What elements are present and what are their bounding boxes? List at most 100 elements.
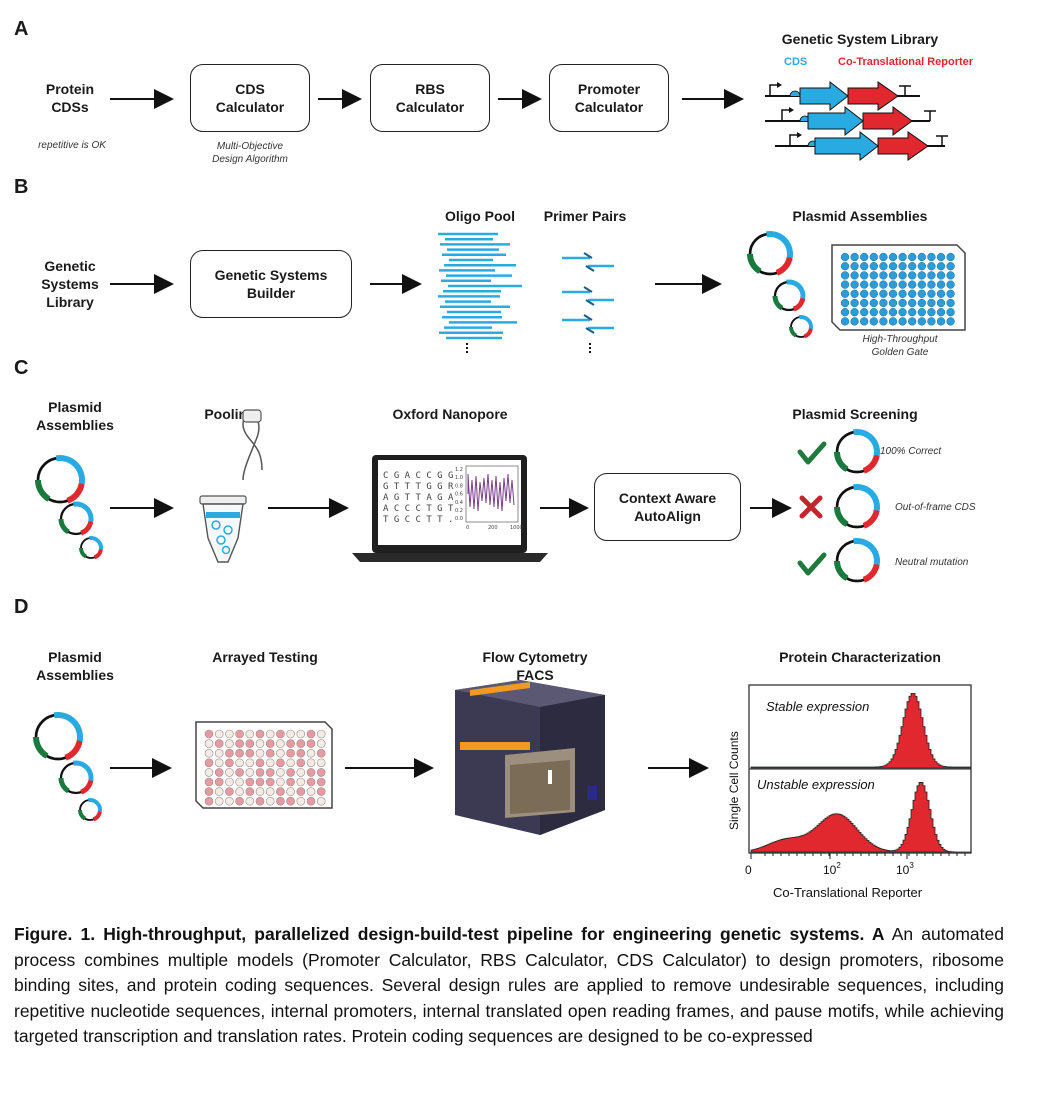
flow-cytometry-title: Flow Cytometry FACS — [460, 648, 610, 684]
oligo-ellipsis — [466, 343, 468, 345]
plasmid-large-icon — [747, 231, 793, 276]
well — [946, 308, 955, 317]
well — [225, 729, 234, 739]
x-tick-1000-exp: 3 — [909, 861, 914, 870]
well — [276, 768, 285, 777]
well — [225, 768, 234, 777]
plasmid-group-d — [33, 712, 102, 822]
protein-cdss-label: Protein CDSs — [25, 80, 115, 116]
well — [276, 748, 285, 758]
plasmid-medium-icon — [58, 501, 94, 536]
well — [908, 289, 917, 298]
screen-plot-ytick: 0.4 — [455, 500, 463, 506]
plasmid-small-icon — [78, 798, 102, 822]
well — [927, 262, 936, 271]
well — [204, 796, 214, 806]
oxford-nanopore-title: Oxford Nanopore — [392, 406, 508, 422]
well — [869, 262, 878, 271]
well — [946, 280, 955, 289]
well — [879, 289, 888, 298]
well — [204, 739, 214, 748]
well — [204, 768, 214, 777]
multi-objective-line2: Design Algorithm — [212, 154, 288, 165]
well — [235, 758, 244, 768]
protein-cdss-line1: Protein — [45, 81, 95, 97]
x-tick-100-exp: 2 — [836, 861, 841, 870]
well — [936, 289, 946, 298]
histogram-chart: Stable expression Unstable expression Si… — [727, 684, 972, 900]
well — [908, 308, 917, 317]
plasmid-large-icon — [33, 712, 83, 761]
panel-c-letter: C — [14, 357, 29, 379]
histogram-xlabel: Co-Translational Reporter — [773, 885, 923, 900]
well — [879, 298, 888, 308]
gsl-line1: Genetic — [44, 258, 96, 274]
plasmid-medium-icon — [772, 279, 806, 312]
builder-line1: Genetic Systems — [214, 267, 328, 283]
well — [286, 796, 295, 806]
well — [214, 796, 224, 806]
well — [276, 796, 285, 806]
well — [879, 262, 888, 271]
well — [225, 758, 234, 768]
align-line1: Context Aware — [618, 490, 717, 506]
well — [946, 289, 955, 298]
plasmid-medium-icon — [58, 760, 94, 795]
well — [908, 262, 917, 271]
stable-label: Stable expression — [766, 699, 869, 714]
well — [850, 252, 859, 262]
well — [869, 289, 878, 298]
screen-plot-ytick: 0.2 — [455, 508, 463, 514]
unstable-label: Unstable expression — [757, 777, 875, 792]
well — [265, 787, 275, 796]
oligo-pool-title: Oligo Pool — [445, 208, 515, 224]
genetic-construct-1 — [765, 80, 920, 112]
well — [255, 739, 265, 748]
well — [255, 796, 265, 806]
check-icon-2 — [797, 552, 827, 576]
well — [265, 739, 275, 748]
caption-bold: Figure. 1. High-throughput, parallelized… — [14, 924, 885, 944]
screen-plot-xtick: 0 — [466, 525, 469, 531]
well — [316, 739, 326, 748]
panel-a-letter: A — [14, 18, 29, 40]
multi-objective-line1: Multi-Objective — [216, 141, 284, 152]
genetic-system-library-title: Genetic System Library — [781, 31, 939, 47]
well — [316, 758, 326, 768]
well — [898, 262, 907, 271]
genetic-systems-library-label: Genetic Systems Library — [25, 257, 115, 311]
well — [898, 317, 907, 326]
plasmid-assemblies-label-d: Plasmid Assemblies — [25, 648, 125, 684]
well — [936, 308, 946, 317]
pa-d-line2: Assemblies — [36, 667, 114, 683]
well — [245, 796, 255, 806]
well — [296, 796, 306, 806]
well — [840, 252, 850, 262]
primer-pair-icon — [562, 252, 614, 272]
well — [235, 768, 244, 777]
well — [306, 739, 316, 748]
well — [850, 289, 859, 298]
well — [879, 280, 888, 289]
well — [850, 280, 859, 289]
cds-box-line1: CDS — [235, 81, 265, 97]
well — [265, 729, 275, 739]
screen-plasmid-1 — [834, 429, 880, 474]
screen-plot-xtick: 1000 — [510, 525, 523, 531]
panel-d-letter: D — [14, 596, 29, 618]
multi-objective-note: Multi-Objective Design Algorithm — [180, 140, 320, 166]
context-aware-autoalign-box: Context Aware AutoAlign — [594, 473, 741, 541]
well — [917, 262, 926, 271]
well — [927, 280, 936, 289]
well — [936, 317, 946, 326]
well — [888, 252, 898, 262]
x-tick-0: 0 — [745, 863, 752, 877]
gsl-line2: Systems — [41, 276, 99, 292]
well — [204, 777, 214, 787]
well — [265, 777, 275, 787]
primer-pairs-graphic — [562, 252, 614, 334]
flow-cytometer-icon — [455, 680, 605, 835]
reporter-arrow-icon — [847, 81, 899, 111]
protein-cdss-line2: CDSs — [51, 99, 89, 115]
well — [860, 271, 869, 280]
